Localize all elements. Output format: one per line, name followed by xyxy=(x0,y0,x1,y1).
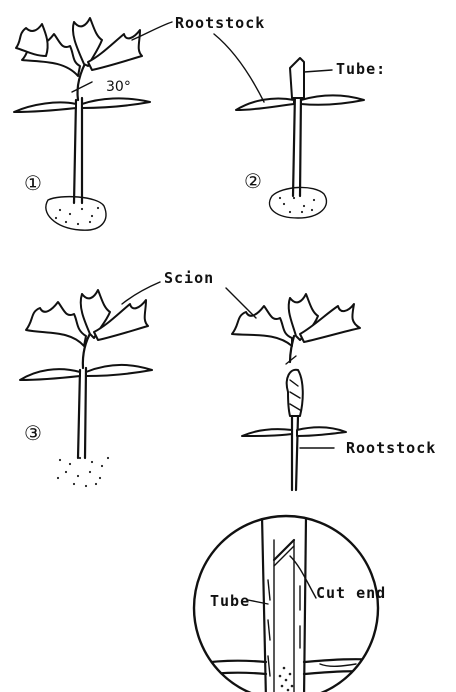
step3-rootstock-stem xyxy=(292,416,298,490)
step3-stem xyxy=(78,368,86,458)
step3-right-leaf xyxy=(86,365,152,376)
step2-left-leaf xyxy=(236,98,294,110)
step1-number: ① xyxy=(24,171,42,195)
step3-rootstock-right-leaf xyxy=(297,427,346,436)
detail-tube-label: Tube xyxy=(210,592,250,610)
step1-stem xyxy=(74,98,82,203)
rootstock-top-leader-2 xyxy=(214,34,264,102)
step1-right-leaf xyxy=(82,98,150,108)
rootstock-top-label: Rootstock xyxy=(175,14,265,32)
step2-rootstock: Tube: ② xyxy=(214,34,386,218)
step2-soil xyxy=(270,187,327,218)
step3-scion: Scion xyxy=(122,269,360,364)
step3-rootstock: Rootstock xyxy=(242,370,436,490)
step2-tube xyxy=(290,58,304,98)
step2-right-leaf xyxy=(301,96,364,105)
step2-stem xyxy=(293,92,301,196)
tube-top-leader xyxy=(304,70,332,72)
step3-plant: ③ xyxy=(20,290,152,487)
step3-soil-dots xyxy=(57,457,109,487)
angle-label: 30° xyxy=(106,79,131,95)
step1-cut-line xyxy=(72,82,92,92)
step2-number: ② xyxy=(244,169,262,193)
step3-rootstock-left-leaf xyxy=(242,429,292,436)
step3-number: ③ xyxy=(24,421,42,445)
rootstock-mid-label: Rootstock xyxy=(346,439,436,457)
step1-soil xyxy=(46,197,106,231)
scion-foliage-left xyxy=(232,306,292,346)
step1-foliage-far-left xyxy=(16,24,48,56)
step1-soil-dots xyxy=(55,201,99,225)
detail-magnifier: Tube Cut end xyxy=(194,516,386,692)
scion-label: Scion xyxy=(164,269,214,287)
scion-leader-left xyxy=(122,282,160,304)
step3-left-leaf xyxy=(20,369,80,380)
step2-soil-dots xyxy=(279,197,315,213)
step3-rootstock-tube xyxy=(287,370,303,416)
step3-foliage-left xyxy=(26,302,86,346)
tube-top-label: Tube: xyxy=(336,60,386,78)
cut-end-label: Cut end xyxy=(316,584,386,602)
step1-left-leaf xyxy=(14,102,76,112)
scion-leader-right xyxy=(226,288,256,318)
